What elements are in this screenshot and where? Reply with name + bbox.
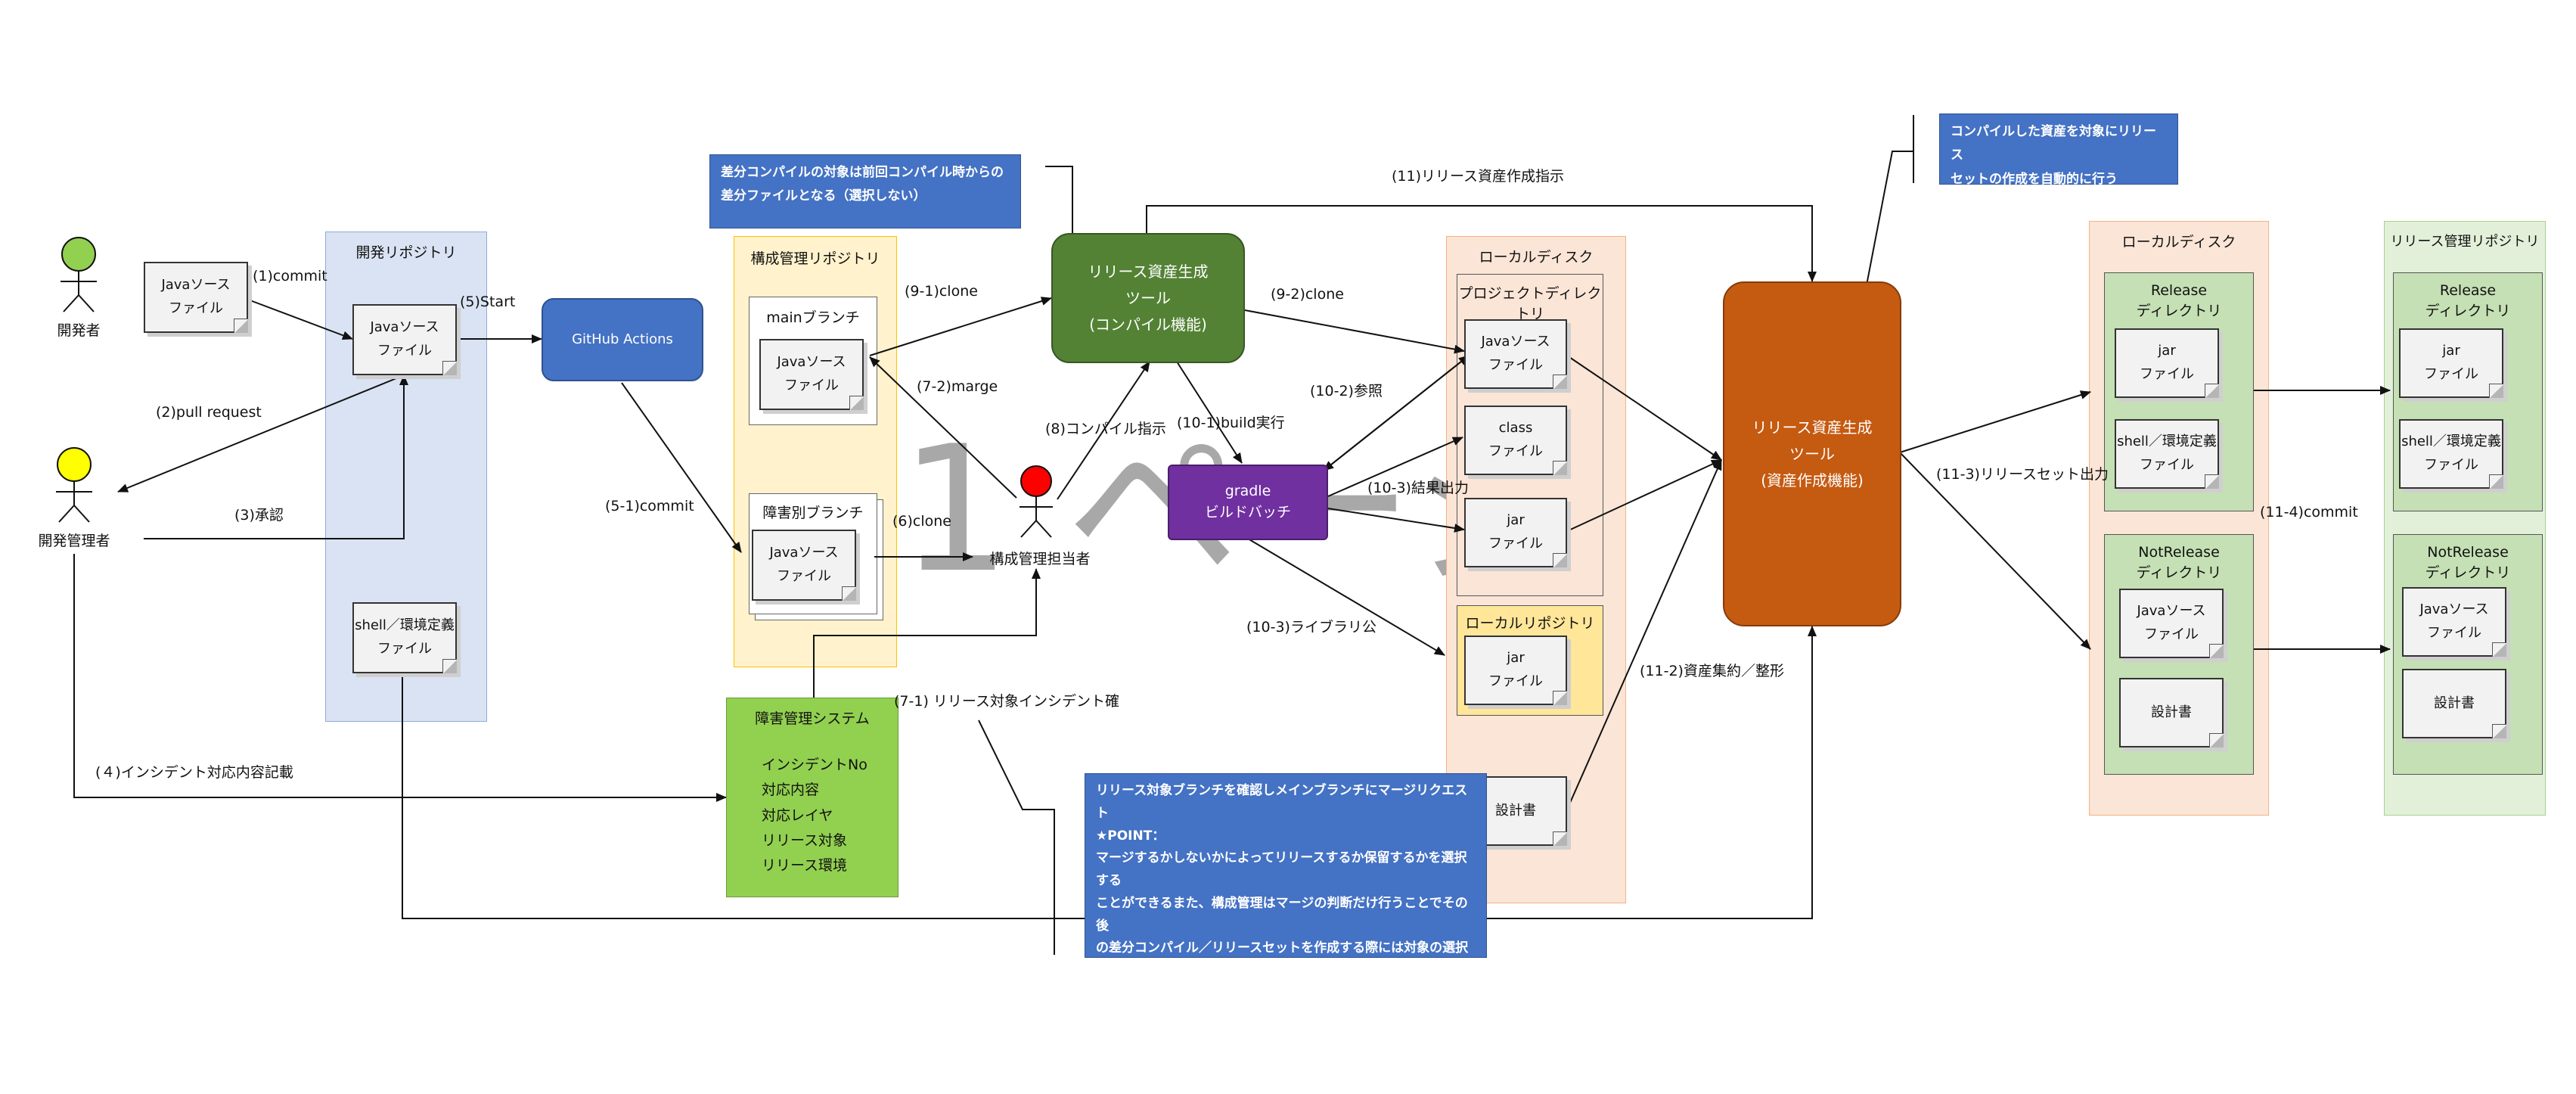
main-branch-java-file: Javaソースファイル: [759, 339, 864, 410]
incident-system-title: 障害管理システム: [755, 710, 870, 727]
gradle-build-batch: gradle ビルドバッチ: [1168, 465, 1328, 540]
incident-item: 対応レイヤ: [762, 807, 833, 824]
incident-item: 対応内容: [762, 782, 820, 799]
project-dir-title: プロジェクトディレクトリ: [1458, 285, 1602, 322]
arrow-incident-confirm: [813, 568, 1041, 698]
arrow-library-publish: [1247, 538, 1445, 656]
incident-item: リリース対象: [762, 831, 848, 849]
incident-system-box: 障害管理システム インシデントNo 対応内容 対応レイヤ リリース対象 リリース…: [726, 698, 898, 897]
arrow-output-release: [1899, 390, 2091, 453]
step-label-incident-confirm: (7-1) リリース対象インシデント確: [894, 693, 1119, 710]
local-repo-title: ローカルリポジトリ: [1465, 615, 1595, 632]
fault-branch-java-file: Javaソースファイル: [752, 530, 856, 601]
local-disk-1-title: ローカルディスク: [1479, 249, 1594, 266]
callout-auto-release-pointer: [1861, 151, 1913, 309]
step-label-commit-release: (11-4)commit: [2260, 504, 2358, 521]
step-label-reference: (10-2)参照: [1310, 383, 1383, 399]
config-manager-label: 構成管理担当者: [989, 551, 1091, 567]
step-label-library-publish: (10-3)ライブラリ公: [1246, 619, 1376, 636]
note-diff-compile: 差分コンパイルの対象は前回コンパイル時からの 差分ファイルとなる（選択しない）: [709, 154, 1021, 228]
step-label-start: (5)Start: [460, 294, 516, 310]
arrow-pull-request: [117, 375, 405, 493]
developer-head: [61, 237, 96, 272]
arrow-commit-5-1: [621, 382, 742, 553]
arrow-approve: [144, 375, 408, 539]
dev-manager-head: [57, 447, 92, 482]
arrow-output-notrelease: [1899, 452, 2091, 650]
note-auto-release: コンパイルした資産を対象にリリース セットの作成を自動的に行う: [1939, 113, 2178, 187]
note-merge-point: リリース対象ブランチを確認しメインブランチにマージリクエスト ★POINT： マ…: [1085, 773, 1487, 1001]
arrow-clone-9-2: [1244, 309, 1465, 354]
arrow-result-jar: [1327, 508, 1465, 533]
arrow-clone-9-1: [869, 297, 1052, 356]
release-dir-repo-name: Release: [2439, 282, 2497, 299]
step-label-release-set-output: (11-3)リリースセット出力: [1936, 466, 2109, 483]
arrow-commit: [247, 299, 353, 340]
step-label-asset-aggregate: (11-2)資産集約／整形: [1640, 663, 1784, 679]
step-label-commit-5-1: (5-1)commit: [605, 498, 694, 514]
developer-label: 開発者: [57, 322, 101, 339]
step-label-incident-record: (４)インシデント対応内容記載: [95, 764, 293, 781]
step-label-compile-instruction: (8)コンパイル指示: [1045, 421, 1166, 437]
notrelease-dir-local-name: NotRelease: [2138, 544, 2220, 561]
arrow-reference-back: [1323, 355, 1470, 471]
java-file-outside: Javaソースファイル: [144, 262, 248, 333]
project-java-file: Javaソースファイル: [1464, 319, 1567, 389]
step-label-pull-request: (2)pull request: [156, 404, 262, 421]
local-notrelease-java-file: Javaソースファイル: [2119, 589, 2224, 658]
config-repo-title: 構成管理リポジトリ: [750, 250, 880, 267]
repo-notrelease-java-file: Javaソースファイル: [2402, 587, 2506, 657]
arrow-build: [1176, 361, 1243, 464]
step-label-clone-6: (6)clone: [892, 513, 951, 530]
arrow-merge: [869, 356, 1017, 499]
local-release-shell-file: shell／環境定義ファイル: [2115, 419, 2219, 489]
local-notrelease-design-doc: 設計書: [2119, 678, 2224, 747]
github-actions-box: GitHub Actions: [542, 298, 703, 381]
notrelease-dir-local-sub: ディレクトリ: [2136, 564, 2222, 581]
step-label-build: (10-1)build実行: [1177, 415, 1285, 431]
release-dir-local-name: Release: [2150, 282, 2208, 299]
repo-release-shell-file: shell／環境定義ファイル: [2399, 419, 2503, 489]
main-branch-label: mainブランチ: [766, 309, 860, 326]
step-label-release-instruction: (11)リリース資産作成指示: [1392, 168, 1565, 185]
release-tool-asset: リリース資産生成 ツール (資産作成機能): [1723, 281, 1901, 626]
dev-repo-title: 開発リポジトリ: [355, 244, 457, 261]
local-disk-2-title: ローカルディスク: [2121, 234, 2236, 250]
step-label-clone-9-2: (9-2)clone: [1271, 286, 1344, 303]
arrow-jar-to-asset: [1566, 459, 1722, 532]
step-label-commit: (1)commit: [253, 268, 327, 284]
arrow-result-class: [1327, 437, 1463, 497]
arrow-release-instruction: [1146, 205, 1817, 282]
step-label-clone-9-1: (9-1)clone: [905, 283, 978, 300]
fault-branch-label: 障害別ブランチ: [762, 505, 864, 521]
dev-repo-shell-file: shell／環境定義ファイル: [352, 602, 457, 673]
release-repo-title: リリース管理リポジトリ: [2390, 234, 2540, 250]
dev-manager-label: 開発管理者: [38, 533, 110, 549]
incident-item: リリース環境: [762, 857, 848, 874]
step-label-result-output: (10-3)結果出力: [1367, 480, 1469, 496]
release-dir-local-sub: ディレクトリ: [2136, 302, 2222, 319]
repo-notrelease-design-doc: 設計書: [2402, 669, 2506, 738]
callout-diff-compile: [1045, 166, 1073, 235]
arrow-incident-record: [73, 554, 727, 802]
release-tool-compile: リリース資産生成 ツール (コンパイル機能): [1051, 233, 1245, 363]
release-dir-repo-sub: ディレクトリ: [2425, 302, 2511, 319]
incident-item: インシデントNo: [762, 757, 867, 773]
arrow-java-to-asset: [1566, 355, 1722, 461]
arrow-compile-instruction: [1057, 361, 1150, 500]
arrow-doc-to-asset: [1566, 459, 1722, 810]
notrelease-dir-repo-name: NotRelease: [2427, 544, 2509, 561]
step-label-approve: (3)承認: [234, 507, 284, 524]
notrelease-dir-repo-sub: ディレクトリ: [2425, 564, 2511, 581]
config-manager-head: [1020, 465, 1052, 497]
dev-repo-java-file: Javaソースファイル: [352, 304, 457, 375]
step-label-merge: (7-2)marge: [917, 378, 998, 395]
callout-merge-point: [978, 719, 1055, 955]
